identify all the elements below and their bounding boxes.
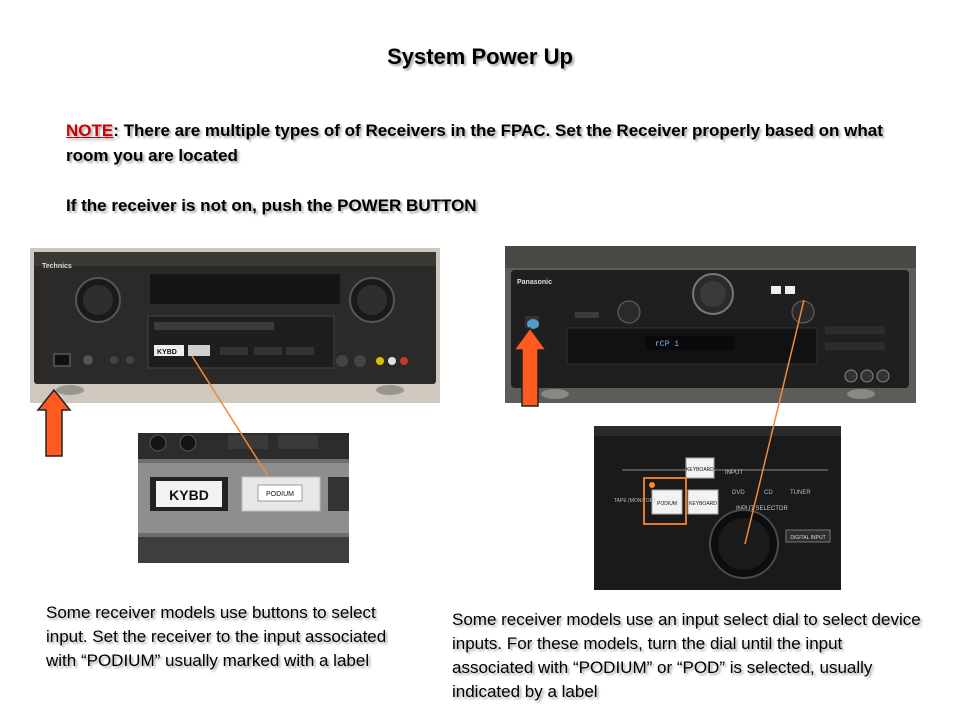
kybd-label: KYBD xyxy=(169,487,209,503)
podium-label-dial: PODIUM xyxy=(657,501,677,507)
slide-title: System Power Up xyxy=(387,44,573,69)
panasonic-brand-text: Panasonic xyxy=(517,279,552,286)
technics-kybd-label: KYBD xyxy=(157,349,177,356)
keyboard-label-bottom: KEYBOARD xyxy=(689,501,717,507)
power-button-arrow-right xyxy=(512,326,548,407)
dvd-label: DVD xyxy=(732,490,745,496)
note-paragraph: NOTE: There are multiple types of of Rec… xyxy=(66,118,906,168)
button-input-closeup-photo: KYBD PODIUM xyxy=(138,433,349,563)
tape-label: TAPE (MONITOR) xyxy=(614,498,655,504)
svg-text:rCP 1: rCP 1 xyxy=(655,340,679,349)
caption-dial-models: Some receiver models use an input select… xyxy=(452,610,921,701)
digital-input-label: DIGITAL INPUT xyxy=(790,535,825,541)
input-label: INPUT xyxy=(725,470,743,476)
cd-label: CD xyxy=(764,490,773,496)
tuner-label: TUNER xyxy=(790,490,811,496)
panasonic-receiver-photo: Panasonic rCP 1 xyxy=(505,246,916,403)
power-button-arrow-left xyxy=(36,388,72,457)
technics-receiver-photo: Technics KYBD xyxy=(30,248,440,403)
dial-input-closeup-photo: INPUT KEYBOARD PODIUM KEYBOARD TAPE (MON… xyxy=(594,426,841,590)
podium-label: PODIUM xyxy=(266,491,294,498)
keyboard-label-top: KEYBOARD xyxy=(686,467,714,473)
note-text: : There are multiple types of of Receive… xyxy=(66,121,883,165)
technics-brand-text: Technics xyxy=(42,263,72,270)
caption-button-models: Some receiver models use buttons to sele… xyxy=(46,603,387,670)
note-label: NOTE xyxy=(66,121,114,140)
power-instruction: If the receiver is not on, push the POWE… xyxy=(66,196,477,215)
